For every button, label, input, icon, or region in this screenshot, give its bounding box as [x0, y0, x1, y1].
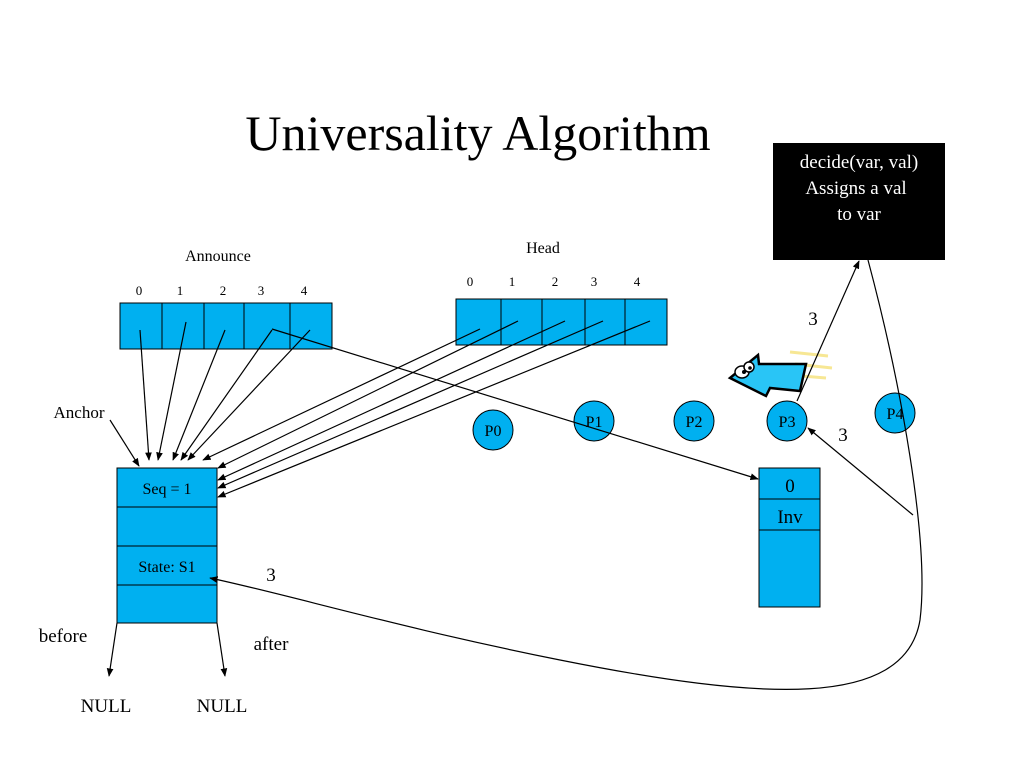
head-index-0: 0 — [467, 274, 474, 289]
process-p0-label: P0 — [485, 423, 502, 440]
decide-note: decide(var, val) Assigns a val to var — [773, 143, 945, 260]
announce-index-4: 4 — [301, 283, 308, 298]
new-node-inv-text: Inv — [777, 507, 803, 528]
new-node-cell-empty — [758, 529, 821, 608]
before-edge — [106, 622, 118, 677]
head-cell-3 — [584, 298, 626, 346]
head-array: Head 0 1 2 3 4 — [455, 240, 668, 346]
announce-edges — [139, 321, 311, 461]
head-index-3: 3 — [591, 274, 598, 289]
announce-index-0: 0 — [136, 283, 143, 298]
p3-to-decide-edge — [796, 260, 860, 402]
note-line-1: decide(var, val) — [800, 152, 918, 173]
announce-index-2: 2 — [220, 283, 227, 298]
anchor-node: Anchor Seq = 1 State: S1 before after NU… — [39, 403, 289, 717]
head-index-2: 2 — [552, 274, 559, 289]
new-node-cell-inv — [758, 498, 821, 531]
process-p3-label: P3 — [779, 414, 796, 431]
process-p4[interactable] — [874, 392, 916, 434]
announce-index-3: 3 — [258, 283, 265, 298]
edge-label-to-state: 3 — [266, 565, 276, 586]
cartoon-arrow-icon — [727, 350, 833, 398]
anchor-cell-empty-1 — [116, 506, 218, 547]
anchor-pointer-edge — [109, 419, 140, 467]
process-p0[interactable] — [472, 409, 514, 451]
before-null: NULL — [81, 696, 132, 717]
announce-array: Announce 0 1 2 3 4 — [119, 248, 333, 350]
announce3-to-new-node-edge — [271, 328, 759, 480]
anchor-label: Anchor — [54, 403, 105, 422]
announce-index-1: 1 — [177, 283, 184, 298]
announce-cell-1 — [161, 302, 205, 350]
before-label: before — [39, 626, 88, 647]
after-edge — [216, 622, 228, 677]
edge-label-p3-decide: 3 — [808, 309, 818, 330]
announce-label: Announce — [185, 248, 251, 265]
process-p4-label: P4 — [887, 406, 904, 423]
process-p2-label: P2 — [686, 414, 703, 431]
announce-cell-2 — [203, 302, 245, 350]
edge-label-p4-p3: 3 — [838, 425, 848, 446]
page-title: Universality Algorithm — [245, 105, 710, 161]
announce-cell-3 — [243, 302, 291, 350]
head-cell-1 — [500, 298, 543, 346]
after-label: after — [254, 634, 289, 655]
anchor-state-text: State: S1 — [138, 559, 195, 576]
head-index-4: 4 — [634, 274, 641, 289]
p4-to-p3-edge — [807, 427, 914, 516]
decide-to-state-edge — [209, 259, 923, 690]
note-line-3: to var — [837, 204, 881, 225]
note-line-2: Assigns a val — [805, 178, 906, 199]
anchor-seq-text: Seq = 1 — [142, 481, 191, 498]
processes: P0 P1 P2 P3 P4 — [472, 392, 916, 451]
process-p3[interactable] — [766, 400, 808, 442]
head-label: Head — [526, 240, 560, 257]
announce-cell-4 — [289, 302, 333, 350]
new-node-seq-text: 0 — [785, 476, 795, 497]
head-index-1: 1 — [509, 274, 516, 289]
after-null: NULL — [197, 696, 248, 717]
new-node: 0 Inv — [758, 467, 821, 608]
head-cell-0 — [455, 298, 502, 346]
head-edges — [202, 320, 651, 498]
process-p2[interactable] — [673, 400, 715, 442]
anchor-cell-empty-2 — [116, 584, 218, 624]
